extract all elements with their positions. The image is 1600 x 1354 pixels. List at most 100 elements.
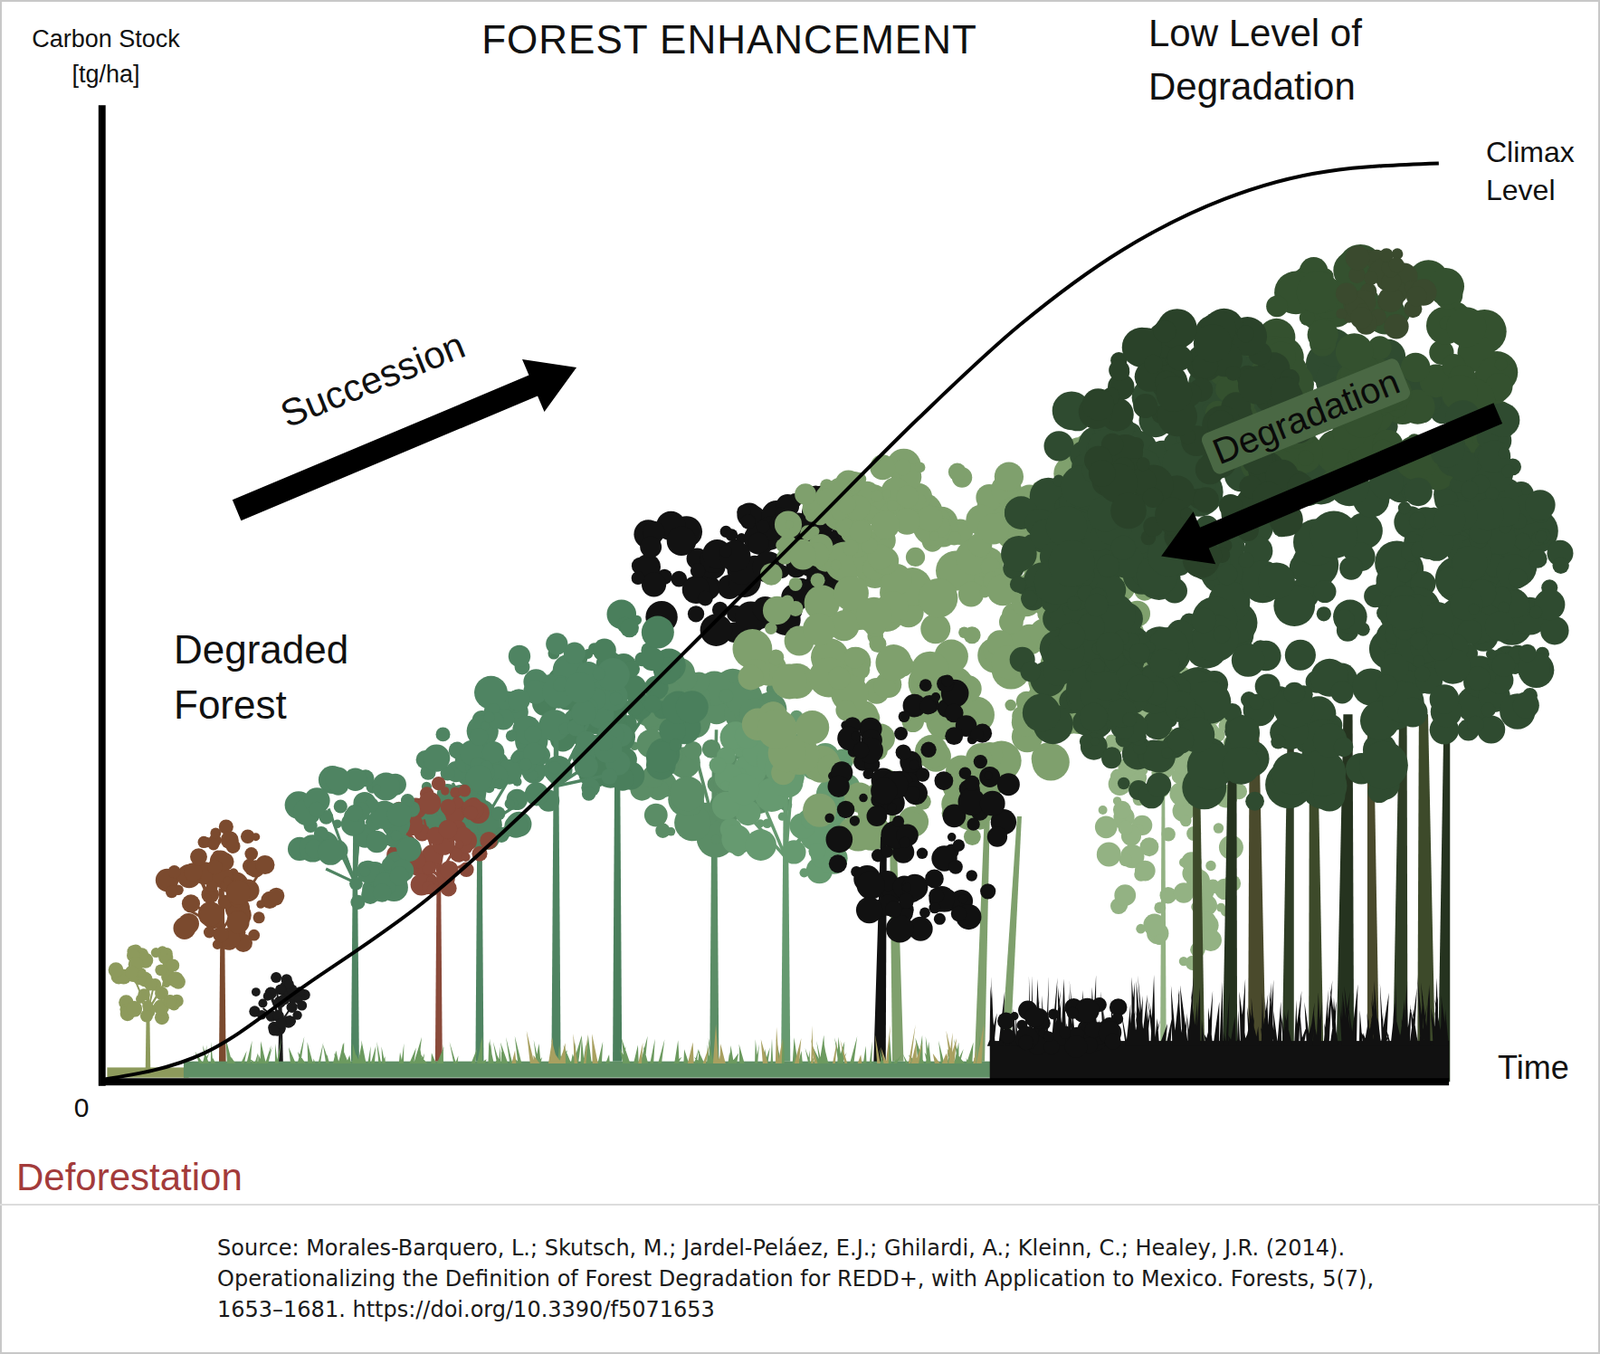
- leaf-cluster: [881, 846, 894, 858]
- leaf-cluster: [928, 902, 941, 915]
- leaf-cluster: [482, 741, 505, 763]
- leaf-cluster: [842, 539, 859, 556]
- foliage: [108, 944, 186, 1026]
- tree: [709, 710, 870, 1062]
- leaf-cluster: [824, 813, 834, 823]
- leaf-cluster: [1285, 639, 1316, 671]
- leaf-cluster: [1119, 853, 1133, 867]
- leaf-cluster: [483, 711, 495, 723]
- forest-drawing: [98, 104, 1573, 1086]
- leaf-cluster: [1333, 600, 1368, 635]
- leaf-cluster: [1117, 820, 1133, 836]
- leaf-cluster: [778, 812, 787, 821]
- leaf-cluster: [785, 520, 794, 529]
- tree: [629, 657, 800, 1062]
- leaf-cluster: [1114, 884, 1136, 906]
- leaf-cluster: [209, 828, 221, 839]
- foliage: [1095, 666, 1248, 971]
- leaf-cluster: [711, 835, 721, 845]
- leaf-cluster: [994, 461, 1024, 491]
- leaf-cluster: [898, 893, 915, 909]
- leaf-cluster: [933, 771, 953, 791]
- leaf-cluster: [142, 1000, 153, 1011]
- leaf-cluster: [728, 773, 761, 806]
- leaf-cluster: [345, 804, 363, 822]
- leaf-cluster: [915, 767, 930, 781]
- leaf-cluster: [919, 678, 933, 692]
- leaf-cluster: [507, 688, 531, 712]
- leaf-cluster: [1310, 511, 1359, 560]
- leaf-cluster: [914, 462, 926, 474]
- leaf-cluster: [226, 838, 241, 854]
- leaf-cluster: [885, 914, 915, 943]
- leaf-cluster: [870, 777, 897, 804]
- leaf-cluster: [631, 571, 646, 585]
- leaf-cluster: [756, 819, 765, 828]
- leaf-cluster: [1213, 822, 1224, 833]
- leaf-cluster: [571, 700, 597, 726]
- leaf-cluster: [639, 535, 662, 558]
- leaf-cluster: [163, 995, 177, 1009]
- leaf-cluster: [794, 483, 817, 505]
- leaf-cluster: [270, 971, 282, 983]
- leaf-cluster: [666, 525, 697, 556]
- leaf-cluster: [1213, 625, 1231, 643]
- leaf-cluster: [941, 675, 953, 687]
- leaf-cluster: [1257, 562, 1296, 600]
- leaf-cluster: [151, 947, 162, 958]
- foliage: [416, 711, 545, 849]
- leaf-cluster: [1400, 352, 1431, 383]
- leaf-cluster: [1231, 643, 1266, 677]
- leaf-cluster: [920, 613, 951, 644]
- leaf-cluster: [966, 818, 980, 831]
- leaf-cluster: [251, 987, 261, 997]
- leaf-cluster: [1316, 606, 1332, 621]
- leaf-cluster: [190, 847, 208, 866]
- leaf-cluster: [1248, 694, 1265, 710]
- leaf-cluster: [206, 880, 219, 893]
- leaf-cluster: [828, 854, 848, 873]
- leaf-cluster: [154, 963, 167, 976]
- leaf-cluster: [333, 819, 343, 829]
- leaf-cluster: [886, 499, 899, 512]
- tree: [532, 600, 709, 1062]
- leaf-cluster: [882, 488, 892, 498]
- foliage: [824, 675, 1020, 943]
- leaf-cluster: [461, 852, 471, 862]
- leaf-cluster: [1222, 746, 1261, 785]
- leaf-cluster: [284, 979, 294, 989]
- leaf-cluster: [899, 837, 911, 848]
- leaf-cluster: [436, 726, 451, 742]
- leaf-cluster: [162, 994, 178, 1010]
- leaf-cluster: [795, 710, 829, 744]
- leaf-cluster: [669, 776, 705, 812]
- leaf-cluster: [918, 578, 958, 618]
- leaf-cluster: [1095, 816, 1118, 839]
- tree: [285, 765, 422, 1062]
- leaf-cluster: [951, 905, 967, 922]
- leaf-cluster: [977, 513, 1009, 544]
- leaf-cluster: [172, 916, 196, 940]
- leaf-cluster: [491, 806, 506, 821]
- leaf-cluster: [418, 791, 441, 815]
- leaf-cluster: [1226, 715, 1260, 750]
- leaf-cluster: [505, 730, 517, 742]
- leaf-cluster: [1019, 661, 1041, 683]
- leaf-cluster: [457, 784, 471, 798]
- leaf-cluster: [641, 616, 675, 649]
- leaf-cluster: [285, 1001, 297, 1013]
- leaf-cluster: [980, 883, 996, 899]
- leaf-cluster: [508, 645, 531, 667]
- leaf-cluster: [1020, 590, 1038, 607]
- leaf-cluster: [789, 542, 817, 571]
- leaf-cluster: [738, 664, 764, 690]
- leaf-cluster: [267, 887, 285, 905]
- leaf-cluster: [1009, 576, 1027, 593]
- leaf-cluster: [895, 744, 912, 761]
- leaf-cluster: [909, 760, 920, 771]
- leaf-cluster: [1000, 535, 1038, 572]
- leaf-cluster: [757, 708, 798, 749]
- leaf-cluster: [973, 754, 988, 769]
- leaf-cluster: [963, 828, 981, 846]
- leaf-cluster: [1333, 737, 1354, 758]
